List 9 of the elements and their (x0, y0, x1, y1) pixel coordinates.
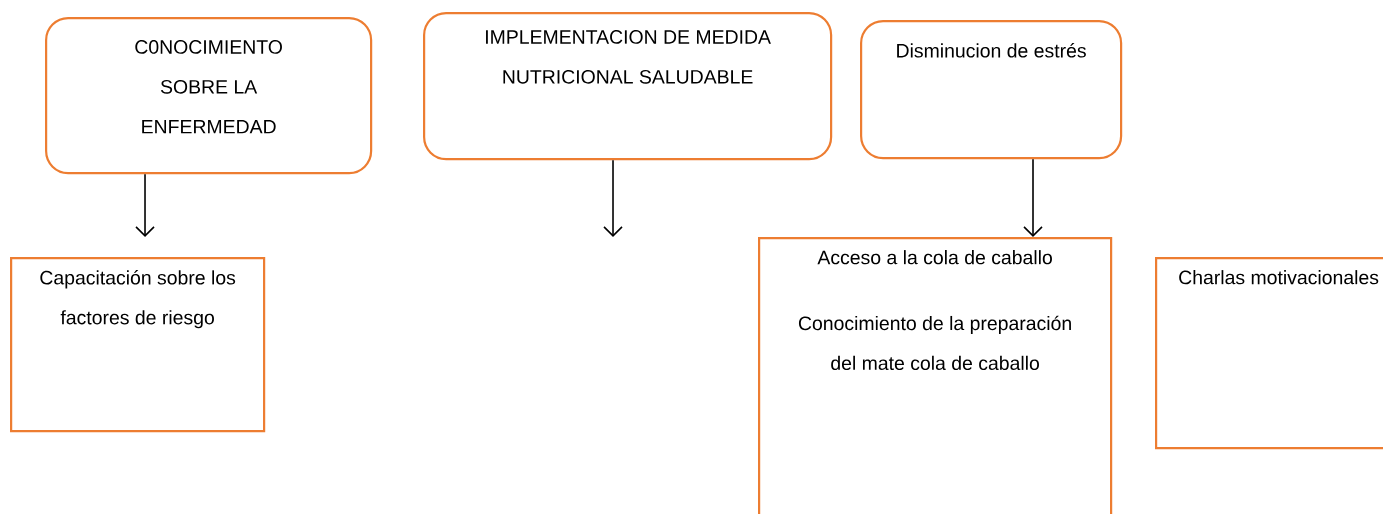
rounded-box: IMPLEMENTACION DE MEDIDA NUTRICIONAL SALUDABLE (423, 12, 833, 161)
text-box: Charlas motivacionales (1155, 257, 1383, 450)
rounded-box: C0NOCIMIENTO SOBRE LA ENFERMEDAD (45, 17, 373, 175)
arrow (1023, 158, 1043, 237)
rounded-box: Disminucion de estrés (860, 20, 1123, 160)
text-box: Acceso a la cola de caballo Conocimiento de la preparación del mate cola de caballo (758, 237, 1113, 514)
arrow (603, 159, 623, 237)
text-box: Capacitación sobre los factores de riesgo (10, 257, 266, 433)
arrow (135, 173, 155, 237)
